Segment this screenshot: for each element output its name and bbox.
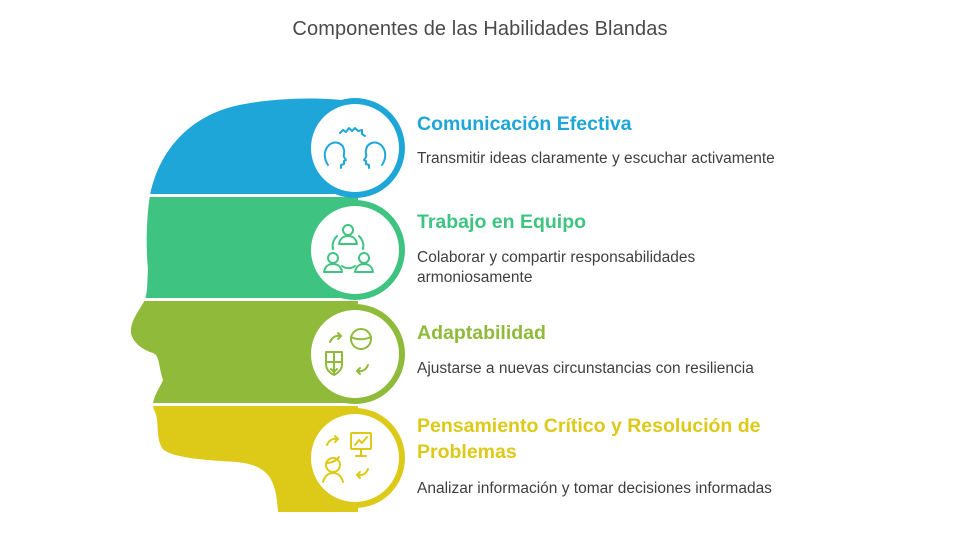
- item-description-line-2: armoniosamente: [417, 269, 533, 286]
- item-title: Adaptabilidad: [417, 322, 546, 344]
- person-chart-exchange-icon: [322, 432, 372, 483]
- item-title-line-1: Pensamiento Crítico y Resolución de: [417, 415, 761, 437]
- item-communication: Comunicación Efectiva Transmitir ideas c…: [417, 111, 837, 169]
- heads-with-gear-icon: [323, 127, 387, 169]
- item-description: Transmitir ideas claramente y escuchar a…: [417, 150, 775, 167]
- item-description-line-1: Colaborar y compartir responsabilidades: [417, 249, 696, 266]
- item-description: Analizar información y tomar decisiones …: [417, 480, 772, 497]
- icon-circle-communication: [305, 98, 405, 198]
- page-title: Componentes de las Habilidades Blandas: [292, 18, 668, 40]
- icon-circle-adaptability: [305, 304, 405, 404]
- icon-circle-critical-thinking: [305, 408, 405, 508]
- icon-circle-teamwork: [305, 200, 405, 300]
- team-circle-icon: [323, 224, 374, 273]
- adapt-exchange-icon: [325, 328, 372, 376]
- item-description: Ajustarse a nuevas circunstancias con re…: [417, 360, 754, 377]
- item-adaptability: Adaptabilidad Ajustarse a nuevas circuns…: [417, 320, 837, 379]
- item-critical-thinking: Pensamiento Crítico y Resolución de Prob…: [417, 413, 837, 499]
- item-title: Trabajo en Equipo: [417, 211, 587, 233]
- item-title-line-2: Problemas: [417, 441, 517, 463]
- item-title: Comunicación Efectiva: [417, 113, 632, 135]
- item-teamwork: Trabajo en Equipo Colaborar y compartir …: [417, 209, 837, 288]
